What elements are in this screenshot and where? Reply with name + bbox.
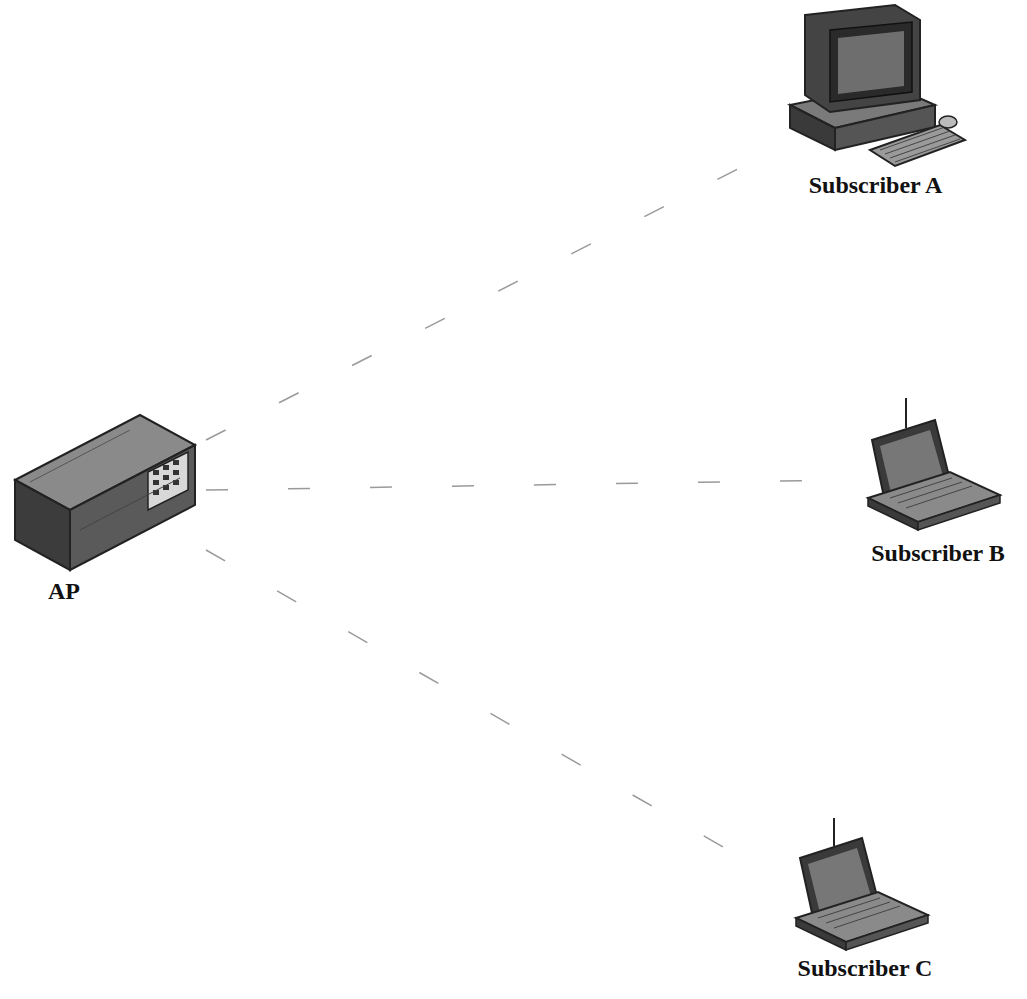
icon-space [848,395,1027,540]
laptop-icon [868,398,1000,530]
device-node: Subscriber B [848,395,1027,568]
device-label: AP [48,578,206,606]
access-point-icon [15,415,195,570]
wireless-link [206,550,772,875]
device-label: Subscriber A [775,172,976,200]
wireless-link [206,150,775,440]
icon-space [48,410,206,578]
device-node: Subscriber C [772,815,958,983]
device-node: AP [10,410,206,606]
desktop-computer-icon [790,5,965,166]
device-label: Subscriber C [772,955,958,983]
laptop-icon [796,818,928,950]
icon-space [772,815,958,955]
device-label: Subscriber B [848,540,1027,568]
icon-space [775,0,976,172]
wireless-link [206,480,848,490]
device-node: Subscriber A [775,0,976,200]
